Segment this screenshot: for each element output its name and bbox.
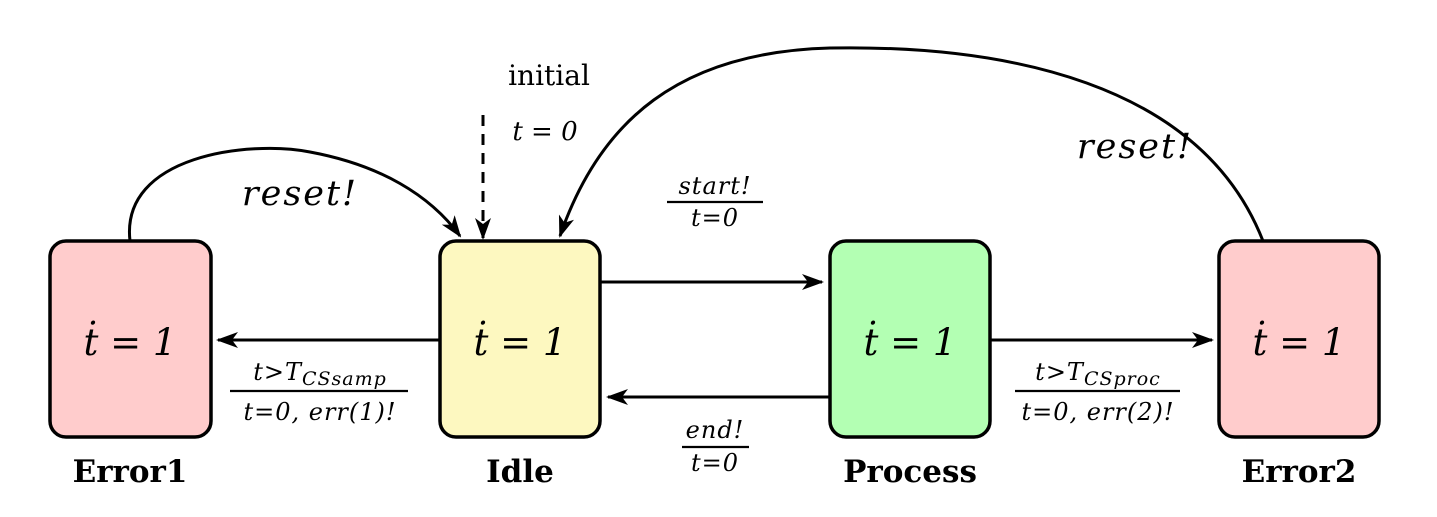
edge-error2-to-idle[interactable] — [558, 46, 1265, 242]
initial-assignment: t = 0 — [512, 117, 577, 147]
state-idle-invariant: ṫ = 1 — [474, 320, 567, 364]
state-error2[interactable]: ṫ = 1 Error2 — [1217, 239, 1381, 490]
edge-idle-to-error1-action: t=0, err(1)! — [243, 398, 396, 426]
edge-idle-to-process-sync: start! — [678, 172, 751, 200]
edge-process-to-idle-action: t=0 — [691, 449, 739, 477]
edge-process-to-idle-sync: end! — [686, 416, 745, 444]
edge-error2-to-idle-label: reset! — [1077, 127, 1193, 167]
edge-idle-to-process-action: t=0 — [691, 204, 739, 232]
state-error2-box — [1217, 239, 1381, 439]
state-process-name: Process — [843, 454, 977, 490]
state-error1-box — [48, 239, 213, 439]
state-idle-box — [438, 239, 602, 439]
state-process-box — [828, 239, 992, 439]
state-process[interactable]: ṫ = 1 Process — [828, 239, 992, 490]
state-idle-name: Idle — [486, 454, 554, 490]
state-error1-name: Error1 — [73, 454, 188, 490]
state-idle[interactable]: ṫ = 1 Idle — [438, 239, 602, 490]
state-error1[interactable]: ṫ = 1 Error1 — [48, 239, 213, 490]
state-error2-invariant: ṫ = 1 — [1253, 320, 1346, 364]
edge-process-to-error2-action: t=0, err(2)! — [1021, 398, 1174, 426]
state-error1-invariant: ṫ = 1 — [84, 320, 177, 364]
edge-idle-to-error1-guard: t>TCSsamp — [253, 358, 387, 390]
initial-label: initial — [508, 59, 590, 92]
edge-error1-to-idle-label: reset! — [242, 174, 358, 214]
state-error2-name: Error2 — [1242, 454, 1357, 490]
state-process-invariant: ṫ = 1 — [864, 320, 957, 364]
edge-process-to-error2-guard: t>TCSproc — [1035, 358, 1161, 390]
edge-error1-to-idle[interactable] — [128, 146, 462, 242]
